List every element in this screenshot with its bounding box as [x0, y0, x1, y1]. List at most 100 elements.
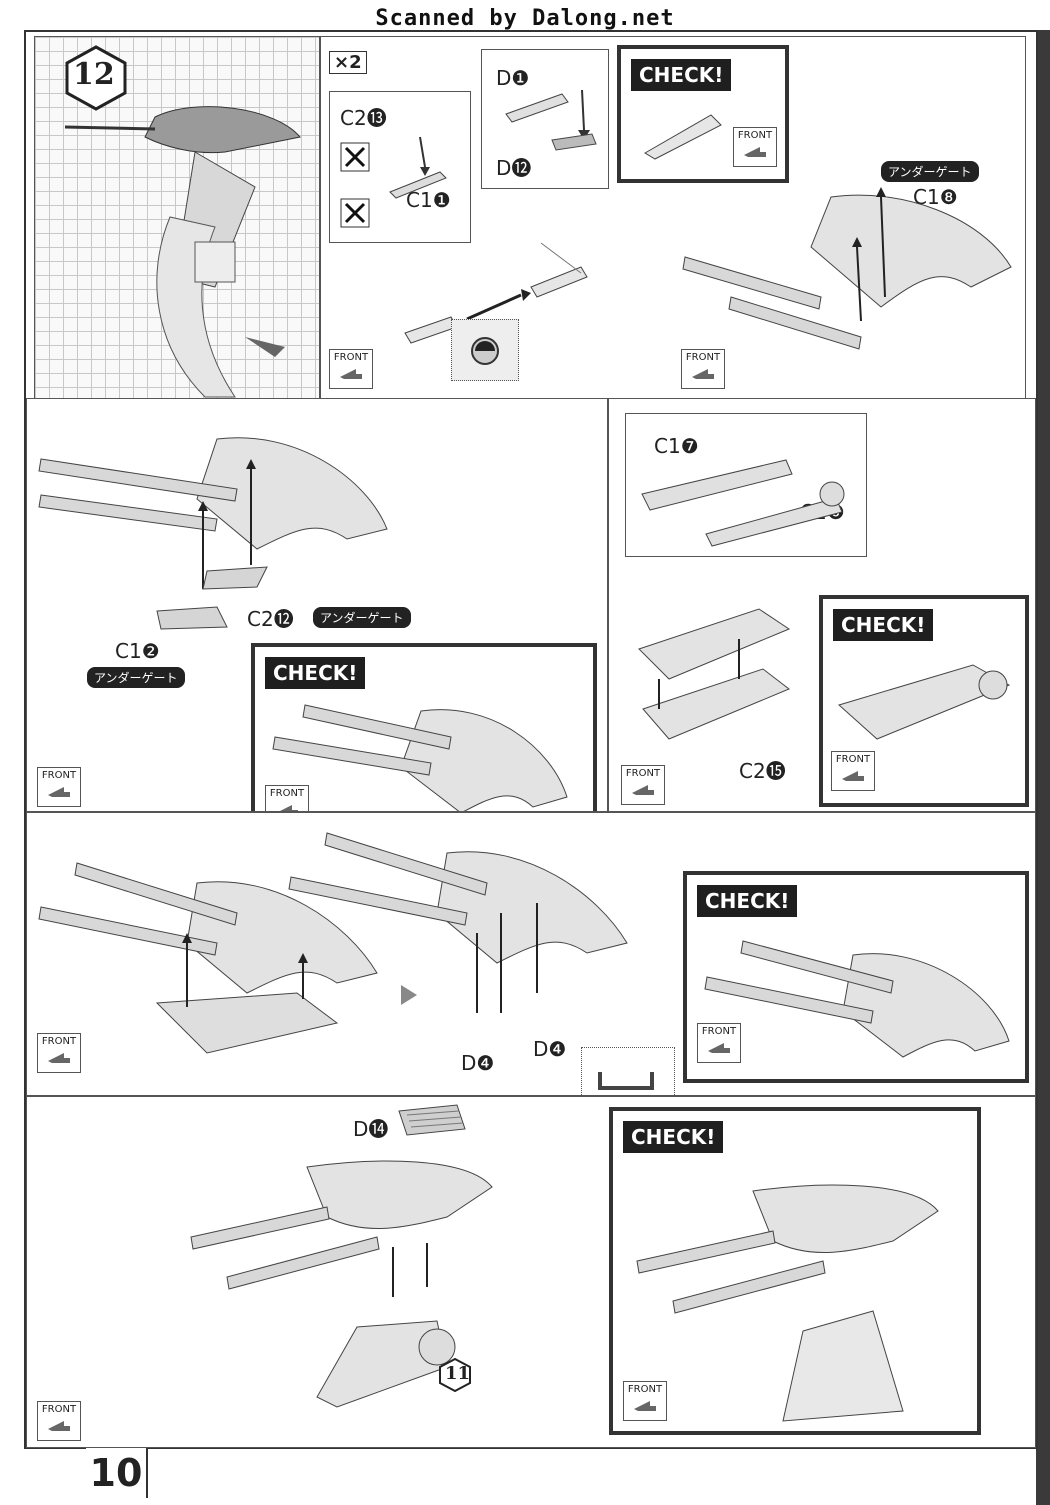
check-label: CHECK! [697, 885, 798, 917]
next-arrow-icon [401, 985, 417, 1005]
check-label: CHECK! [623, 1121, 724, 1153]
part-label-c2-15: C2⓯ [739, 759, 786, 783]
body-under-parts-illustration [38, 437, 388, 589]
gate-circle-icon [471, 337, 499, 365]
barrel-assembly-detail-box: D❶ D⓬ [481, 49, 609, 189]
check-box-step-3: CHECK! FRONT [819, 595, 1029, 807]
model-preview-illustration [64, 106, 301, 398]
step-12-substep-2-panel: C2⓬ アンダーゲート C1❷ アンダーゲート CHECK! FRONT FRO… [26, 398, 608, 812]
front-arrow-icon [632, 785, 654, 795]
front-label: FRONT [41, 770, 77, 781]
under-part-illustration [156, 566, 268, 630]
right-edge-bar [1036, 30, 1050, 1505]
front-indicator: FRONT [37, 767, 81, 807]
vent-cover-part-illustration [398, 1104, 466, 1136]
scan-watermark: Scanned by Dalong.net [375, 6, 675, 31]
instruction-page-frame: 12 ×2 C2⓭ C1❶ [24, 30, 1038, 1449]
part-label-d4-a: D❹ [461, 1051, 495, 1075]
front-label: FRONT [701, 1026, 737, 1037]
pin-part-illustration [598, 1072, 654, 1090]
step-12-preview-panel: 12 [34, 36, 320, 400]
front-indicator: FRONT [329, 349, 373, 389]
part-label-c1-7: C1❼ [654, 434, 699, 458]
check-head-mount-illustration [636, 1184, 939, 1422]
part-cut-illustration [389, 136, 447, 199]
frame-parts-illustration [641, 459, 845, 547]
front-indicator: FRONT [733, 127, 777, 167]
front-arrow-icon [744, 147, 766, 157]
frame-assembly-illustration [638, 608, 791, 740]
nipper-icon [340, 142, 370, 172]
body-pin-assembly-illustration [288, 832, 628, 1013]
check-box-step-1: CHECK! FRONT [617, 45, 789, 183]
part-label-d1: D❶ [496, 66, 530, 90]
head-mount-illustration [190, 1160, 493, 1408]
front-indicator: FRONT [37, 1401, 81, 1441]
front-arrow-icon [48, 1053, 70, 1063]
frame-parts-detail-box: C1❼ C1❻ [625, 413, 867, 557]
step-12-substep-4-panel: FRONT D❹ D❹ CHECK! [26, 812, 1036, 1096]
check-barrel-illustration [644, 114, 722, 160]
front-indicator: FRONT [831, 751, 875, 791]
front-label: FRONT [627, 1384, 663, 1395]
ref-step-hexagon-icon [439, 1357, 471, 1393]
front-arrow-icon [340, 369, 362, 379]
front-label: FRONT [625, 768, 661, 779]
front-indicator: FRONT [265, 785, 309, 811]
under-gate-badge: アンダーゲート [881, 161, 979, 182]
front-indicator: FRONT [697, 1023, 741, 1063]
body-frame-join-illustration [38, 862, 378, 1054]
step-hexagon-icon [65, 45, 127, 111]
left-margin [0, 30, 24, 1505]
gate-detail-inset [451, 319, 519, 381]
part-label-c2-13: C2⓭ [340, 106, 387, 130]
front-label: FRONT [835, 754, 871, 765]
multiplier-badge: ×2 [329, 51, 367, 74]
step-12-substep-1-panel: ×2 C2⓭ C1❶ D❶ D⓬ [320, 36, 1026, 400]
front-indicator: FRONT [37, 1033, 81, 1073]
under-gate-badge: アンダーゲート [87, 667, 185, 688]
check-label: CHECK! [631, 59, 732, 91]
under-gate-badge: アンダーゲート [313, 607, 411, 628]
gate-cut-detail-box: C2⓭ C1❶ [329, 91, 471, 243]
front-indicator: FRONT [681, 349, 725, 389]
front-indicator: FRONT [621, 765, 665, 805]
check-assembled-body-illustration [704, 940, 1010, 1058]
check-box-step-4: CHECK! FRONT [683, 871, 1029, 1083]
part-label-d4-b: D❹ [533, 1037, 567, 1061]
front-arrow-icon [48, 1421, 70, 1431]
check-box-step-2: CHECK! FRONT [251, 643, 597, 811]
front-arrow-icon [692, 369, 714, 379]
pin-detail-inset [581, 1047, 675, 1095]
check-label: CHECK! [265, 657, 366, 689]
check-body-illustration [272, 704, 568, 811]
front-label: FRONT [41, 1036, 77, 1047]
front-label: FRONT [333, 352, 369, 363]
part-label-d14: D⓮ [353, 1117, 389, 1141]
check-label: CHECK! [833, 609, 934, 641]
front-arrow-icon [634, 1401, 656, 1411]
check-box-step-5: CHECK! FRONT [609, 1107, 981, 1435]
page-number: 10 [86, 1448, 148, 1498]
front-arrow-icon [708, 1043, 730, 1053]
front-arrow-icon [842, 771, 864, 781]
front-label: FRONT [269, 788, 305, 799]
front-indicator: FRONT [623, 1381, 667, 1421]
barrel-part-illustration [505, 89, 597, 151]
front-arrow-icon [48, 787, 70, 797]
part-label-c2-12: C2⓬ [247, 607, 294, 631]
step-12-substep-5-panel: D⓮ 11 FRONT CHECK! [26, 1096, 1036, 1448]
front-label: FRONT [737, 130, 773, 141]
part-label-c1-2: C1❷ [115, 639, 160, 663]
ref-step-number: 11 [445, 1363, 471, 1384]
nipper-icon [340, 198, 370, 228]
step-12-substep-3-panel: C1❼ C1❻ C2⓯ FRONT CHECK! [608, 398, 1036, 812]
body-with-barrels-illustration [682, 187, 1012, 350]
front-label: FRONT [41, 1404, 77, 1415]
front-label: FRONT [685, 352, 721, 363]
part-label-c1-1: C1❶ [406, 188, 451, 212]
check-frame-illustration [838, 664, 1011, 740]
part-label-d12: D⓬ [496, 156, 532, 180]
front-arrow-icon [280, 805, 298, 811]
step-number: 12 [73, 57, 115, 92]
